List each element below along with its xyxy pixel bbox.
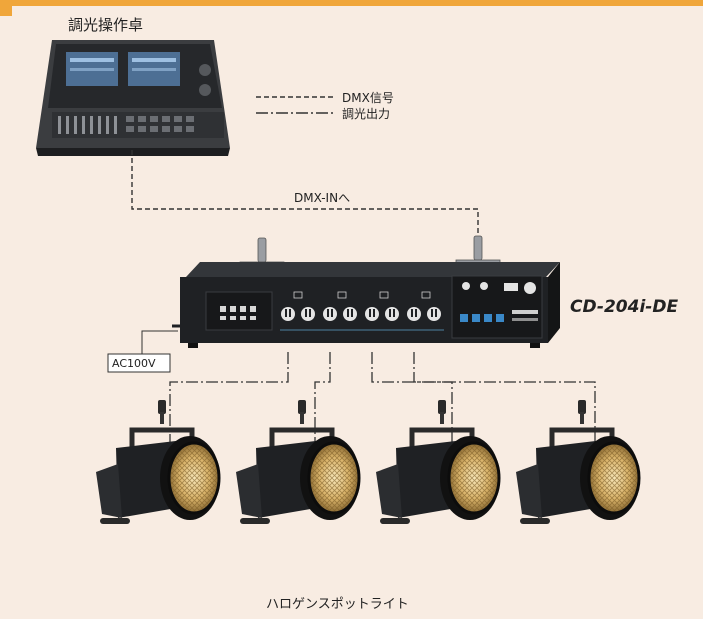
spotlight-4 [516, 400, 640, 524]
ac-line [141, 330, 178, 354]
legend-dimmer-label: 調光出力 [342, 107, 390, 121]
console-title: 調光操作卓 [68, 16, 143, 34]
spotlight-3 [376, 400, 500, 524]
accent-bar [0, 0, 703, 6]
lighting-console [36, 40, 230, 156]
ac-label: AC100V [112, 357, 156, 370]
dmx-signal-line [131, 150, 479, 250]
spotlight-1 [96, 400, 220, 524]
dimmer-unit [172, 235, 560, 348]
model-label: CD-204i-DE [570, 297, 678, 317]
dmx-in-label: DMX-INへ [294, 191, 350, 205]
spotlight-2 [236, 400, 360, 524]
accent-corner [0, 6, 12, 16]
legend-dmx-label: DMX信号 [342, 91, 394, 105]
spotlight-caption: ハロゲンスポットライト [266, 597, 409, 612]
dimmer-output-lines [169, 352, 596, 480]
ac-box [107, 353, 171, 373]
